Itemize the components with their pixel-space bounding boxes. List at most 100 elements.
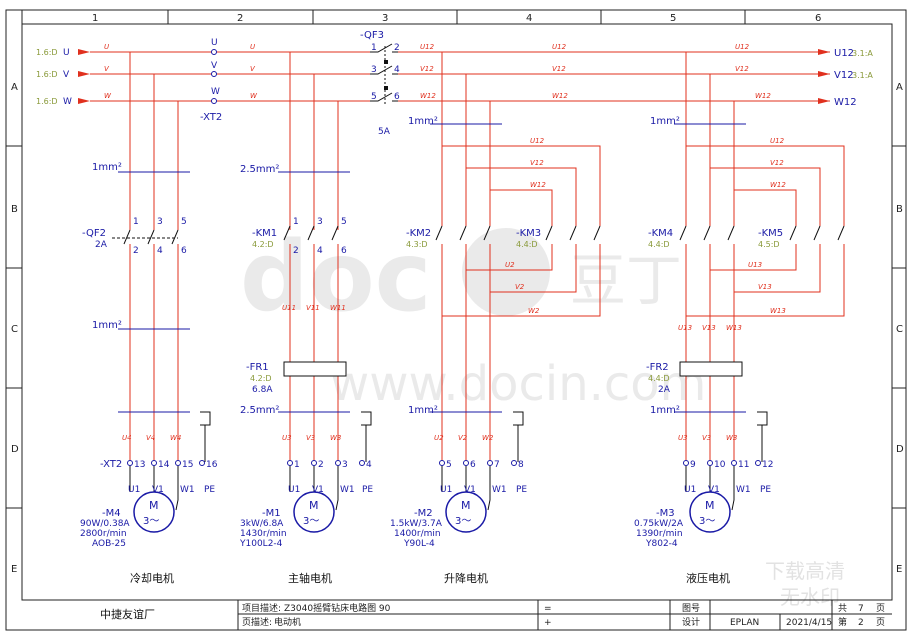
m4-pin-v1: V1 [152, 485, 164, 495]
company-name: 中捷友谊厂 [100, 607, 155, 621]
motor-m3: U1 V1 W1 PE M 3～ -M3 0.75kW/2A 1390r/min… [634, 466, 771, 585]
row-label-d: D [11, 444, 19, 455]
qf3-name: -QF3 [360, 30, 384, 41]
m1-symbol-m: M [309, 499, 319, 512]
qf2-pin-3: 3 [157, 217, 163, 227]
km4-name: -KM4 [648, 228, 673, 239]
m2-pin-w1: W1 [492, 485, 507, 495]
m2-tag-u: U2 [434, 434, 444, 442]
m3-symbol-phase: 3～ [699, 516, 715, 527]
m2-caption: 升降电机 [444, 571, 488, 585]
m1-tag-w3: W3 [330, 434, 341, 442]
m3-loop-v13: V13 [758, 283, 772, 291]
xt2-t15: 15 [182, 460, 193, 470]
project-label: 项目描述: [242, 602, 281, 614]
km1-pin-6: 6 [341, 246, 347, 256]
bus-v12-tag-3: V12 [735, 65, 749, 73]
m2-loop-u2: U2 [505, 261, 515, 269]
incoming-v-label: V [63, 70, 70, 80]
km1-ref: 4.2:D [252, 240, 274, 249]
branch-m1: 2.5mm² 2.5mm² -KM1 4.2:D 1 2 3 4 5 6 U11… [240, 52, 372, 470]
total-unit: 页 [876, 603, 885, 614]
m3-spec3: Y802-4 [645, 539, 678, 549]
col-label-2: 2 [237, 13, 243, 24]
xt2-v-label: V [211, 61, 218, 71]
design-label: 设计 [682, 616, 700, 628]
km2-ref: 4.3:D [406, 240, 428, 249]
title-block: 中捷友谊厂 项目描述: Z3040摇臂钻床电路图 90 页描述: 电动机 = +… [22, 599, 892, 630]
m4-symbol-phase: 3～ [143, 516, 159, 527]
m2-wire-size-1: 1mm² [408, 116, 438, 127]
col-label-4: 4 [526, 13, 532, 24]
km1-pin-1: 1 [293, 217, 299, 227]
m2-wire-size-2: 1mm² [408, 405, 438, 416]
m1-tag-u3: U3 [282, 434, 292, 442]
watermark-corner-2: 无水印 [780, 585, 840, 609]
km5-ref: 4.5:D [758, 240, 780, 249]
fr2-ref: 4.4:D [648, 374, 670, 383]
fr1-rating: 6.8A [252, 385, 273, 395]
motor-m1: U1 V1 W1 PE M 3～ -M1 3kW/6.8A 1430r/min … [239, 466, 373, 585]
bus-v12-tag-1: V12 [420, 65, 434, 73]
bus-u12-tag-1: U12 [420, 43, 435, 51]
m3-symbol-m: M [705, 499, 715, 512]
page-desc: 电动机 [274, 616, 301, 628]
km5-name: -KM5 [758, 228, 783, 239]
row-label-e: E [11, 564, 17, 575]
m4-spec1: 90W/0.38A [80, 519, 130, 529]
m3-tag-v: V3 [702, 434, 711, 442]
m3-loop-w12: W12 [770, 181, 786, 189]
col-label-3: 3 [382, 13, 388, 24]
qf3-pin-3: 3 [371, 65, 377, 75]
fr1-name: -FR1 [246, 362, 269, 373]
xt2-t9: 9 [690, 460, 696, 470]
m4-tag-w: W4 [170, 434, 181, 442]
project-desc: Z3040摇臂钻床电路图 90 [284, 602, 391, 614]
arrow-w-icon [78, 98, 90, 104]
m3-caption: 液压电机 [686, 571, 730, 585]
motor-m2: U1 V1 W1 PE M 3～ -M2 1.5kW/3.7A 1400r/mi… [390, 466, 527, 585]
total-label: 共 [838, 603, 847, 614]
km3-name: -KM3 [516, 228, 541, 239]
arrow-v-icon [78, 71, 90, 77]
m3-pin-v1: V1 [708, 485, 720, 495]
m1-tag-w11: W11 [330, 304, 346, 312]
m4-pin-pe: PE [204, 485, 215, 495]
fr2-rating: 2A [658, 385, 671, 395]
bus-u-tag: U [250, 43, 255, 51]
m1-pin-w1: W1 [340, 485, 355, 495]
m2-symbol-m: M [461, 499, 471, 512]
xt2-t12: 12 [762, 460, 773, 470]
out-arrow-u-icon [818, 49, 830, 55]
m3-name: -M3 [656, 508, 675, 519]
xt2-t16: 16 [206, 460, 218, 470]
plus-sign: + [544, 618, 552, 628]
row-label-d-right: D [896, 444, 904, 455]
m1-pin-pe: PE [362, 485, 373, 495]
xt2-u-label: U [211, 38, 218, 48]
out-u-ref: 3.1:A [852, 49, 873, 58]
eq-sign: = [544, 604, 552, 614]
m4-spec2: 2800r/min [80, 529, 127, 539]
qf3-pin-6: 6 [394, 92, 400, 102]
m2-loop-v2: V2 [515, 283, 525, 291]
qf2-pin-2: 2 [133, 246, 139, 256]
drawing-no-label: 图号 [682, 603, 700, 614]
m2-pin-pe: PE [516, 485, 527, 495]
wire-u-tag: U [104, 43, 109, 51]
m3-loop-u12: U12 [770, 137, 785, 145]
m1-motor-icon [293, 491, 335, 533]
main-bus: U V W -XT2 U V W U12 V12 W12 U12 V12 W12… [90, 38, 873, 123]
m1-tag-v3: V3 [306, 434, 315, 442]
total-pages: 7 [858, 604, 864, 614]
qf2-rating: 2A [95, 240, 108, 250]
xt2-w-terminal-icon [211, 98, 217, 104]
m3-tag-w13: W13 [726, 324, 742, 332]
m2-loop-w12: W12 [530, 181, 546, 189]
m2-symbol-phase: 3～ [455, 516, 471, 527]
m4-tag-v: V4 [146, 434, 155, 442]
m4-pin-w1: W1 [180, 485, 195, 495]
qf3-pin-1: 1 [371, 43, 377, 53]
qf2-pin-4: 4 [157, 246, 163, 256]
